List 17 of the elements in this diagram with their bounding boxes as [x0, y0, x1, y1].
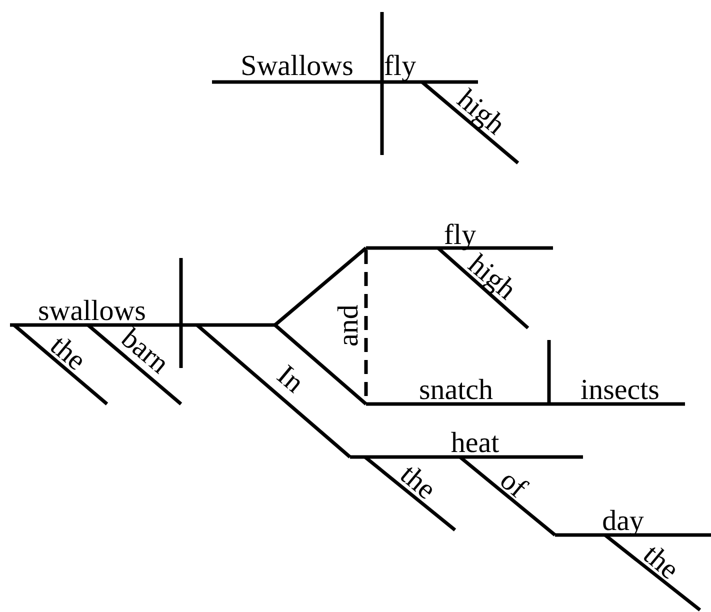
word-label: heat	[450, 428, 500, 458]
word-label: insects	[580, 376, 660, 404]
word-label: day	[602, 506, 644, 536]
word-label: barn	[116, 323, 174, 379]
word-label: In	[271, 360, 309, 398]
word-label: swallows	[38, 296, 146, 326]
word-label: of	[494, 465, 532, 503]
word-label: the	[45, 330, 91, 376]
word-label: the	[638, 540, 684, 584]
word-label: high	[452, 84, 510, 140]
word-label: and	[334, 304, 364, 346]
word-label: fly	[384, 52, 416, 80]
word-label: Swallows	[240, 52, 354, 80]
word-label: high	[462, 249, 522, 305]
word-label: fly	[444, 220, 476, 250]
word-label: snatch	[418, 376, 494, 404]
word-label: the	[395, 460, 441, 504]
